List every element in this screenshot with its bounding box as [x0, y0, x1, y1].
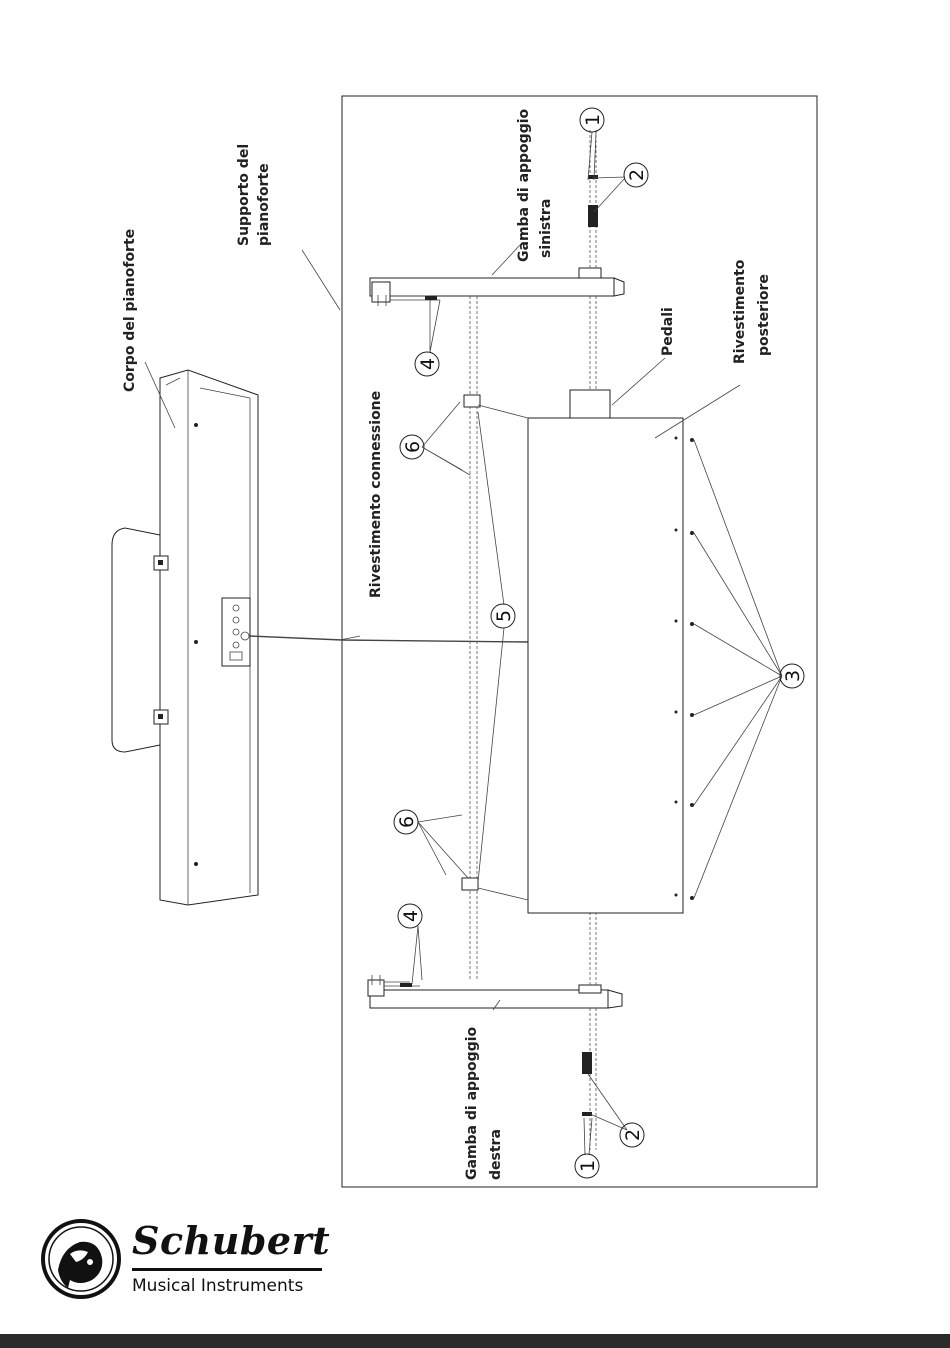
svg-text:2: 2: [622, 1129, 644, 1141]
back-panel: [478, 405, 683, 913]
label-gamba-destra-2: destra: [488, 1129, 504, 1180]
svg-text:1: 1: [577, 1160, 599, 1172]
label-rivestimento-connessione: Rivestimento connessione: [368, 391, 384, 598]
label-supporto-1: Supporto del: [236, 144, 252, 246]
callout-4-bottom: 4: [398, 904, 422, 928]
callout-5: 5: [491, 604, 515, 628]
callout-4-top: 4: [415, 352, 439, 376]
svg-text:5: 5: [493, 610, 515, 622]
label-pedali: Pedali: [660, 307, 676, 356]
label-supporto-2: pianoforte: [256, 163, 272, 246]
label-gamba-sinistra-1: Gamba di appoggio: [516, 108, 532, 262]
right-leg: [368, 975, 622, 1008]
piano-body: [112, 370, 258, 905]
callout-1-top: 1: [580, 108, 604, 132]
brand-name: Schubert: [132, 1218, 330, 1263]
footer-bar: [0, 1334, 950, 1348]
pedal-box: [570, 390, 610, 420]
brand-logo: Schubert Musical Instruments: [40, 1218, 330, 1300]
label-gamba-destra-1: Gamba di appoggio: [464, 1026, 480, 1180]
assembly-diagram: 1 2 4 6 5 3 6 4 2 1 Corpo del pianoforte…: [0, 0, 950, 1200]
svg-text:3: 3: [782, 670, 804, 682]
callout-3: 3: [780, 664, 804, 688]
callout-1-bottom: 1: [575, 1154, 599, 1178]
svg-text:6: 6: [402, 441, 424, 453]
brand-divider: [132, 1268, 322, 1271]
callout-2-bottom: 2: [620, 1123, 644, 1147]
brand-subtitle: Musical Instruments: [132, 1276, 303, 1296]
callout-6-bottom: 6: [394, 810, 418, 834]
svg-text:4: 4: [417, 358, 439, 370]
left-leg: [370, 268, 624, 306]
svg-text:1: 1: [582, 114, 604, 126]
connection-cable: [249, 636, 530, 642]
schubert-emblem-icon: [40, 1218, 122, 1300]
callout-2-top: 2: [624, 163, 648, 187]
label-rivestimento-posteriore-1: Rivestimento: [732, 259, 748, 364]
label-corpo: Corpo del pianoforte: [122, 229, 138, 392]
label-gamba-sinistra-2: sinistra: [538, 199, 554, 258]
callout-6-top: 6: [400, 435, 424, 459]
svg-text:4: 4: [400, 910, 422, 922]
svg-text:2: 2: [626, 169, 648, 181]
label-rivestimento-posteriore-2: posteriore: [756, 274, 772, 356]
svg-text:6: 6: [396, 816, 418, 828]
